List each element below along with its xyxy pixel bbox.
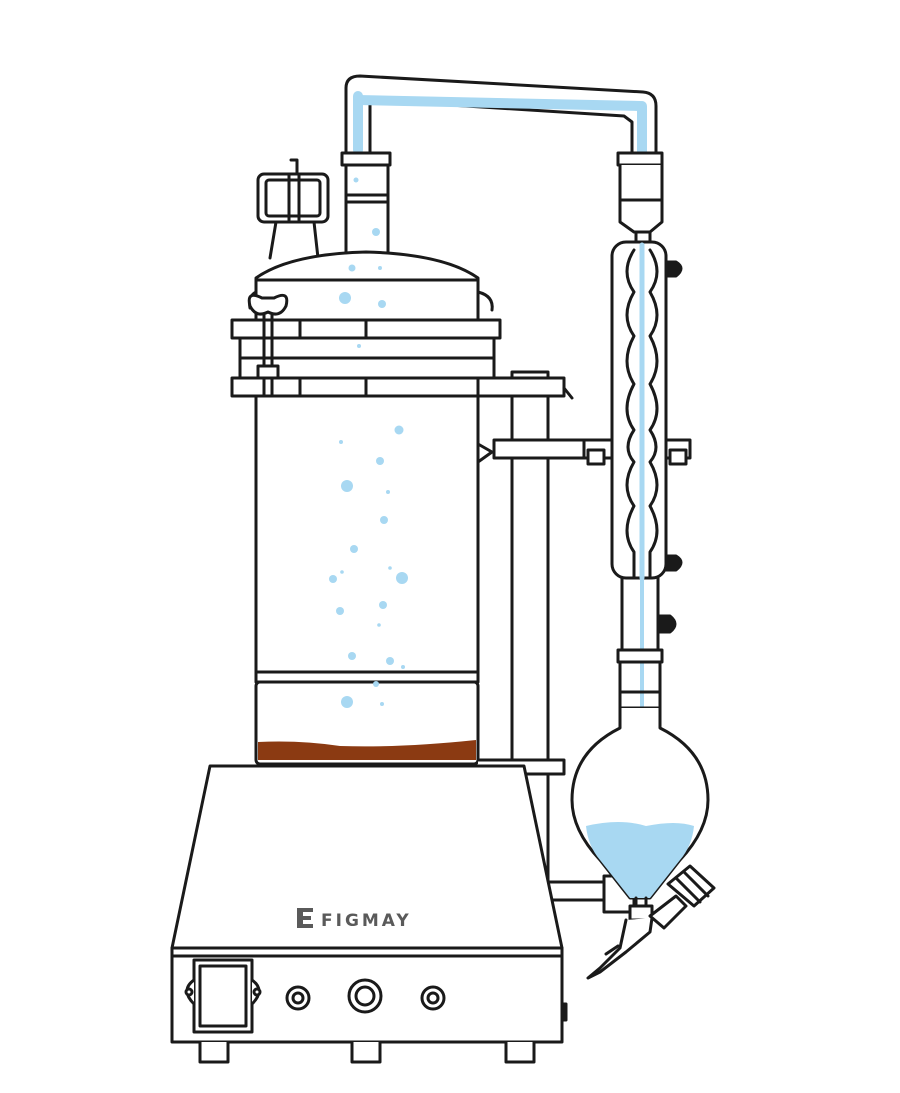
vapor-bubbles xyxy=(329,425,408,708)
valve-knob[interactable] xyxy=(256,158,330,260)
coolant-inlet-icon[interactable] xyxy=(664,554,683,572)
power-switch[interactable] xyxy=(184,958,262,1034)
condenser xyxy=(610,151,683,802)
figmay-logo-icon xyxy=(297,908,313,928)
indicator-light-left xyxy=(285,985,311,1011)
vacuum-port-icon[interactable] xyxy=(656,614,677,634)
coolant-outlet-icon[interactable] xyxy=(664,260,683,278)
reactor-lid xyxy=(248,250,494,322)
receiving-flask xyxy=(570,706,716,980)
reactor-vessel xyxy=(254,394,480,766)
indicator-light-right xyxy=(420,985,446,1011)
temperature-knob[interactable] xyxy=(347,978,383,1014)
distillation-bridge xyxy=(344,74,658,160)
lid-clamp[interactable] xyxy=(230,293,502,408)
brand-name: FIGMAY xyxy=(321,911,412,931)
stopcock-handle[interactable] xyxy=(648,864,716,930)
brand-logo: FIGMAY xyxy=(297,908,412,931)
vapor-column xyxy=(340,151,392,254)
